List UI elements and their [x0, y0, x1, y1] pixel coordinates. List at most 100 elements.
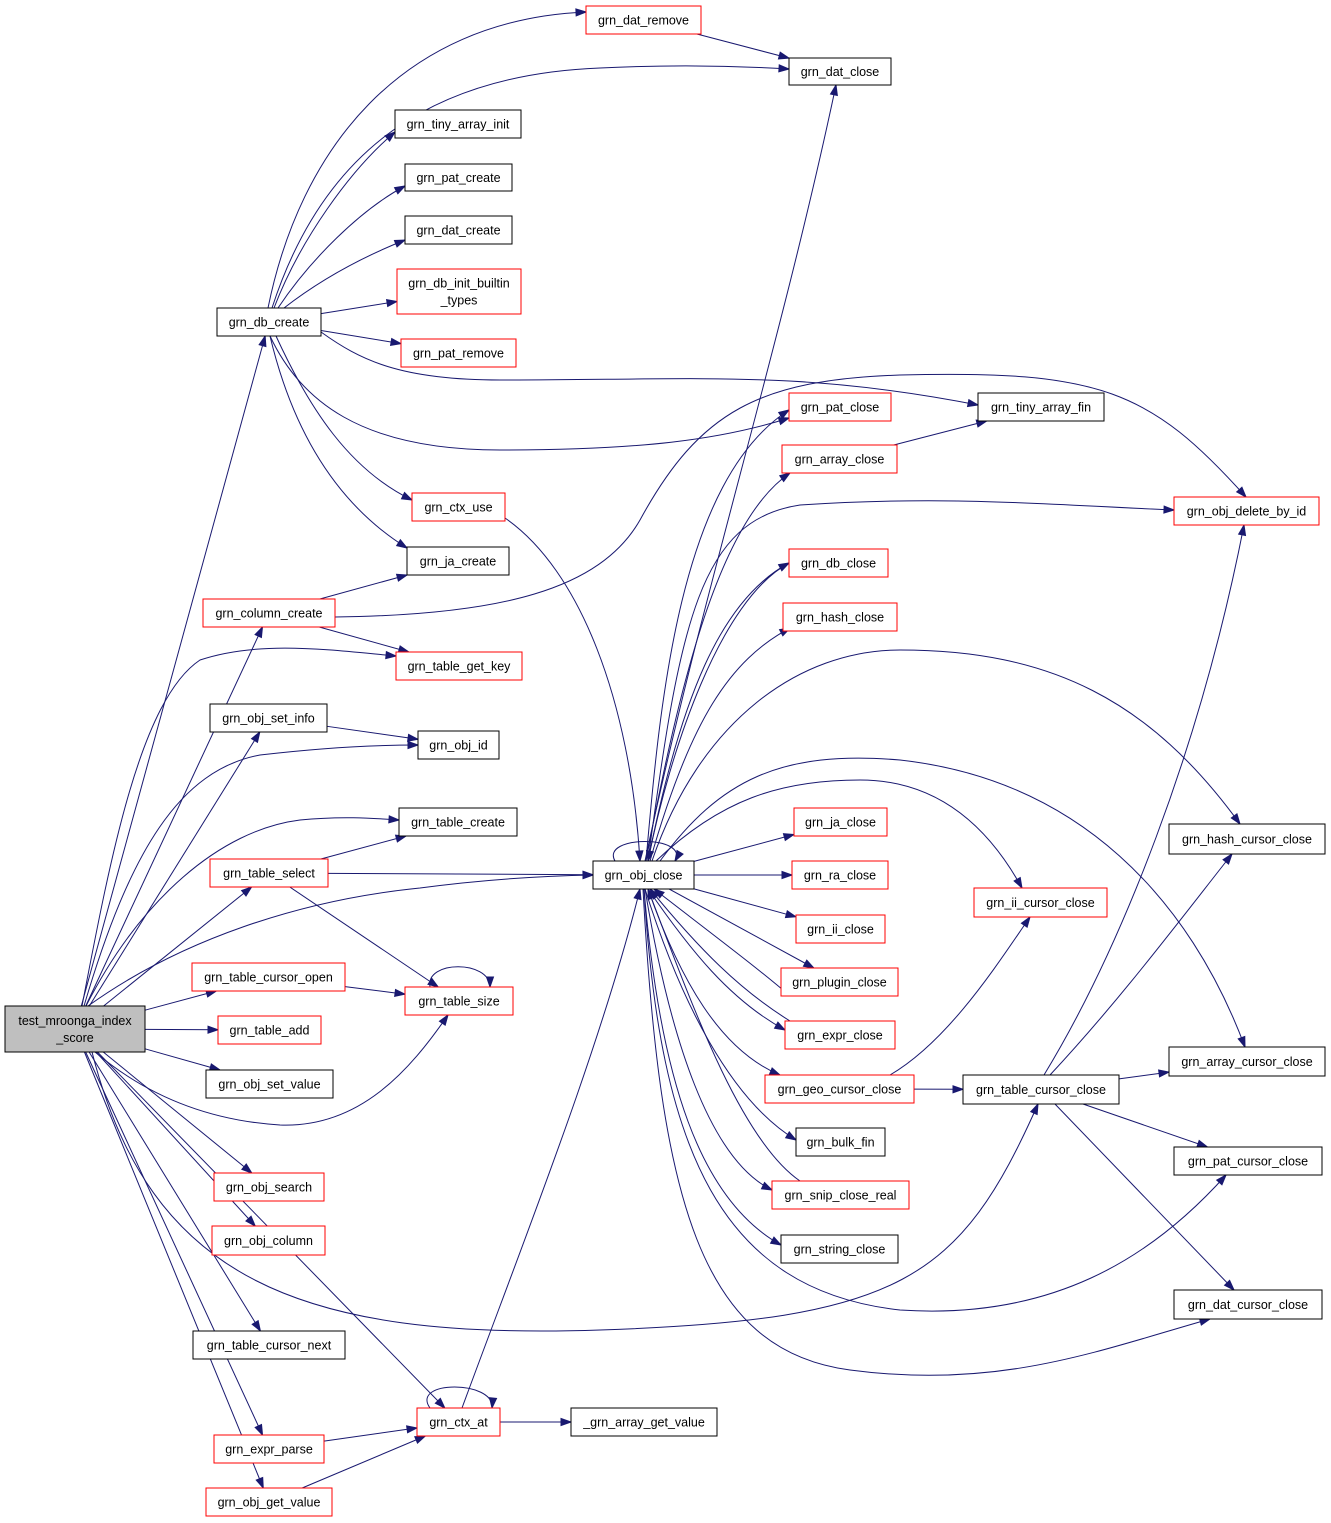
node-grn-obj-close[interactable]: grn_obj_close [592, 860, 695, 890]
node-grn-table-size[interactable]: grn_table_size [404, 986, 514, 1016]
edge-root-to-grn-obj-column-arrowhead [245, 1215, 257, 1228]
node-grn-table-get-key[interactable]: grn_table_get_key [395, 651, 523, 681]
node-label: grn_ja_close [805, 816, 876, 830]
node-grn-dat-create[interactable]: grn_dat_create [404, 215, 513, 245]
node-grn-table-cursor-next[interactable]: grn_table_cursor_next [192, 1330, 346, 1360]
node-box [217, 1015, 322, 1045]
node-grn-table-select[interactable]: grn_table_select [209, 858, 329, 888]
node-grn-expr-parse[interactable]: grn_expr_parse [213, 1434, 325, 1464]
edge-grn-column-create-to-grn-table-get-key [319, 626, 409, 653]
node-grn-ctx-at[interactable]: grn_ctx_at [416, 1407, 501, 1437]
edge-grn-obj-close-to-grn-obj-delete-by-id [647, 500, 1175, 862]
node-grn-array-close[interactable]: grn_array_close [781, 444, 898, 474]
edge-grn-obj-close-to-grn-ii-cursor-close-arrowhead [1013, 876, 1023, 890]
node-grn-string-close[interactable]: grn_string_close [780, 1234, 899, 1264]
node-grn-dat-remove[interactable]: grn_dat_remove [585, 5, 702, 35]
node-grn-ja-create[interactable]: grn_ja_create [406, 546, 510, 576]
edge-grn-table-cursor-open-to-grn-table-size-arrowhead [394, 988, 407, 998]
node-grn-pat-cursor-close[interactable]: grn_pat_cursor_close [1173, 1146, 1323, 1176]
node-grn-plugin-close[interactable]: grn_plugin_close [780, 967, 899, 997]
edge-grn-obj-close-to-grn-obj-delete-by-id-arrowhead [1163, 505, 1176, 514]
edge-grn-db-create-to-grn-dat-close [271, 65, 790, 309]
edge-grn-obj-close-to-grn-string-close [643, 888, 782, 1246]
node-grn-db-init-builtin-types[interactable]: grn_db_init_builtin_types [396, 268, 522, 315]
node-grn-pat-remove[interactable]: grn_pat_remove [400, 338, 517, 368]
node-grn-obj-delete-by-id[interactable]: grn_obj_delete_by_id [1173, 496, 1320, 526]
node-grn-table-add[interactable]: grn_table_add [217, 1015, 322, 1045]
edge-root-to-grn-table-cursor-open [144, 990, 217, 1011]
edge-grn-table-select-to-grn-obj-close-arrowhead [582, 870, 595, 879]
node-grn-db-create[interactable]: grn_db_create [216, 307, 322, 337]
node-box [771, 1180, 910, 1210]
node-grn-obj-column[interactable]: grn_obj_column [211, 1225, 326, 1256]
node-label: grn_expr_parse [225, 1443, 313, 1457]
node-grn-table-create[interactable]: grn_table_create [398, 807, 518, 837]
edge-grn-plugin-close-to-grn-obj-close [653, 888, 791, 997]
node-grn-ii-close[interactable]: grn_ii_close [795, 914, 886, 944]
node-grn-table-cursor-close[interactable]: grn_table_cursor_close [962, 1074, 1120, 1105]
node-grn-obj-id[interactable]: grn_obj_id [417, 730, 500, 760]
node-grn-dat-cursor-close[interactable]: grn_dat_cursor_close [1173, 1289, 1323, 1320]
node-grn-column-create[interactable]: grn_column_create [202, 598, 336, 628]
edge-grn-db-create-to-grn-pat-create-arrowhead [393, 185, 407, 195]
node-grn-dat-close[interactable]: grn_dat_close [788, 57, 892, 86]
edge-grn-ctx-at-to-grn-ctx-at-arrowhead [488, 1397, 498, 1410]
edge-grn-db-create-to-grn-dat-create [283, 239, 406, 309]
node-grn-obj-get-value[interactable]: grn_obj_get_value [205, 1487, 333, 1517]
node-grn-obj-search[interactable]: grn_obj_search [213, 1172, 325, 1202]
edge-layer [80, 8, 1248, 1490]
node-label: grn_hash_close [796, 611, 884, 625]
node-box [795, 1127, 886, 1157]
node-grn-ra-close[interactable]: grn_ra_close [791, 860, 889, 890]
edge-grn-obj-close-to-grn-pat-close-arrowhead [777, 409, 791, 420]
node-grn-table-cursor-open[interactable]: grn_table_cursor_open [191, 962, 346, 992]
node-grn-hash-cursor-close[interactable]: grn_hash_cursor_close [1168, 823, 1326, 855]
edge-root-to-grn-db-create [80, 335, 266, 1007]
node-label: grn_pat_cursor_close [1188, 1155, 1308, 1169]
node-label: grn_obj_set_info [222, 712, 314, 726]
edge-grn-dat-remove-to-grn-dat-close-arrowhead [777, 51, 791, 60]
node-grn-tiny-array-fin[interactable]: grn_tiny_array_fin [977, 392, 1105, 422]
edge-grn-db-create-to-grn-dat-remove-arrowhead [575, 8, 588, 17]
node-label: grn_array_cursor_close [1181, 1055, 1312, 1069]
node-grn-pat-create[interactable]: grn_pat_create [404, 163, 513, 192]
node-grn-ja-close[interactable]: grn_ja_close [793, 807, 888, 837]
node--grn-array-get-value[interactable]: _grn_array_get_value [570, 1407, 718, 1437]
node-box [788, 392, 892, 422]
node-grn-hash-close[interactable]: grn_hash_close [782, 602, 898, 632]
node-box [396, 268, 522, 315]
edge-grn-ctx-at-to-grn-ctx-at [426, 1386, 493, 1409]
node-grn-geo-cursor-close[interactable]: grn_geo_cursor_close [764, 1074, 915, 1104]
edge-grn-obj-close-to-grn-expr-close-arrowhead [773, 1021, 787, 1031]
node-grn-snip-close-real[interactable]: grn_snip_close_real [771, 1180, 910, 1210]
edge-grn-snip-close-real-to-grn-obj-close [647, 888, 801, 1182]
node-grn-obj-set-info[interactable]: grn_obj_set_info [209, 703, 328, 733]
node-grn-tiny-array-init[interactable]: grn_tiny_array_init [394, 109, 522, 139]
node-box [191, 962, 346, 992]
edge-root-to-grn-table-create-arrowhead [388, 815, 401, 824]
node-grn-ii-cursor-close[interactable]: grn_ii_cursor_close [973, 887, 1108, 918]
node-box [784, 1020, 896, 1050]
node-grn-bulk-fin[interactable]: grn_bulk_fin [795, 1127, 886, 1157]
node-label: test_mroonga_index [18, 1014, 132, 1028]
edge-root-to-grn-obj-get-value-arrowhead [255, 1476, 264, 1490]
node-root[interactable]: test_mroonga_index_score [4, 1005, 146, 1053]
edge-grn-obj-close-to-grn-snip-close-real-arrowhead [760, 1181, 774, 1191]
node-label: grn_ja_create [420, 555, 496, 569]
node-box [592, 860, 695, 890]
node-grn-db-close[interactable]: grn_db_close [788, 548, 889, 578]
node-grn-ctx-use[interactable]: grn_ctx_use [411, 492, 506, 522]
node-grn-array-cursor-close[interactable]: grn_array_cursor_close [1168, 1046, 1326, 1077]
edge-grn-column-create-to-grn-obj-delete-by-id [334, 373, 1247, 618]
node-grn-expr-close[interactable]: grn_expr_close [784, 1020, 896, 1050]
node-label: grn_tiny_array_init [407, 118, 510, 132]
node-label: grn_plugin_close [792, 976, 887, 990]
edge-root-to-grn-expr-parse [85, 1051, 263, 1436]
edge-root-to-grn-table-size [94, 1014, 449, 1126]
edge-root-to-grn-table-get-key-arrowhead [385, 650, 398, 660]
edge-grn-table-size-to-grn-table-size-arrowhead [485, 976, 495, 989]
edge-root-to-grn-expr-parse-arrowhead [254, 1423, 264, 1437]
node-grn-pat-close[interactable]: grn_pat_close [788, 392, 892, 422]
node-label: grn_obj_column [224, 1234, 313, 1248]
node-grn-obj-set-value[interactable]: grn_obj_set_value [205, 1069, 334, 1099]
